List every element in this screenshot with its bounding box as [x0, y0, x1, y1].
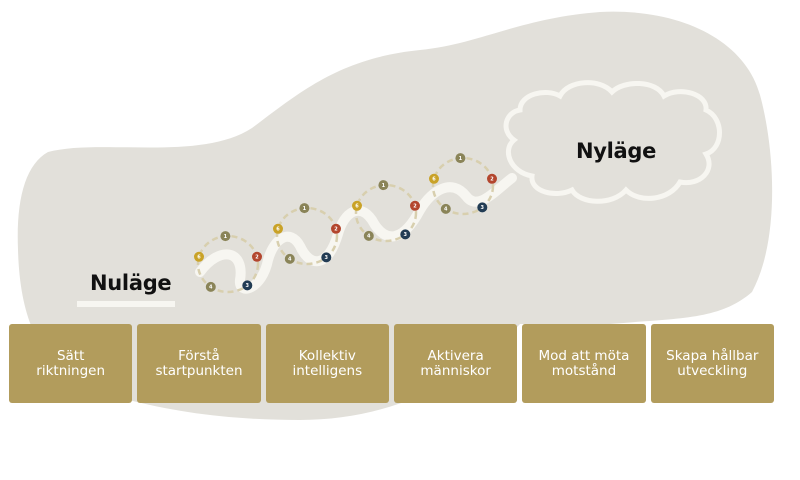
- step-row: Sätt riktningen Förstå startpunkten Koll…: [9, 324, 774, 403]
- loop-marker: [220, 231, 231, 242]
- nylage-label: Nyläge: [576, 139, 656, 163]
- step-label: Aktivera människor: [420, 347, 491, 379]
- loop-marker-number: 4: [367, 234, 371, 240]
- loop-marker: [400, 229, 411, 240]
- step-kollektiv-intelligens[interactable]: Kollektiv intelligens: [265, 324, 389, 403]
- loop-ring: [196, 234, 260, 294]
- step-label: Mod att möta motstånd: [538, 347, 630, 379]
- loop-ring: [275, 206, 339, 266]
- loop-marker-number: 1: [303, 206, 307, 212]
- loop-marker-number: 6: [355, 204, 359, 210]
- loop-marker: [363, 230, 374, 241]
- loop-marker: [273, 223, 283, 234]
- loop-marker: [487, 173, 497, 184]
- loop-marker: [242, 280, 253, 291]
- loop-marker-number: 4: [209, 285, 213, 291]
- nulage-label: Nuläge: [90, 271, 171, 295]
- loop-marker: [429, 173, 439, 184]
- loop-marker: [205, 281, 216, 292]
- loop-ring: [431, 156, 495, 216]
- loop-marker: [194, 251, 204, 262]
- loop-marker-number: 6: [432, 177, 436, 183]
- loop-marker: [352, 200, 362, 211]
- step-label: Kollektiv intelligens: [292, 347, 363, 379]
- loop-marker-number: 2: [490, 177, 494, 183]
- loop-marker: [440, 203, 451, 214]
- loop-marker-number: 4: [288, 257, 292, 263]
- step-skapa-hallbar-utveckling[interactable]: Skapa hållbar utveckling: [650, 324, 774, 403]
- loop-marker-number: 3: [404, 232, 408, 238]
- loop-marker-number: 6: [276, 227, 280, 233]
- step-mod-att-mota-motstand[interactable]: Mod att möta motstånd: [522, 324, 646, 403]
- step-label: Förstå startpunkten: [155, 347, 243, 379]
- cloud-nylage: [503, 80, 722, 204]
- loop-marker-number: 2: [334, 227, 338, 233]
- step-label: Sätt riktningen: [36, 347, 106, 379]
- loop-marker: [252, 251, 262, 262]
- step-label: Skapa hållbar utveckling: [666, 347, 759, 379]
- loop-marker-number: 4: [444, 207, 448, 213]
- loop-marker-number: 1: [224, 234, 228, 240]
- step-aktivera-manniskor[interactable]: Aktivera människor: [393, 324, 518, 403]
- loop-marker-number: 2: [255, 255, 259, 261]
- loop-marker-number: 6: [197, 255, 201, 261]
- loop-marker: [378, 180, 389, 191]
- loop-marker: [410, 200, 420, 211]
- loop-marker-number: 1: [459, 156, 463, 162]
- loop-marker-number: 3: [481, 205, 485, 211]
- loop-marker: [321, 252, 332, 263]
- loop-ring: [354, 183, 418, 243]
- loop-marker: [331, 223, 341, 234]
- loop-marker: [299, 203, 310, 214]
- loop-marker: [455, 153, 466, 164]
- loop-marker-number: 3: [246, 283, 250, 289]
- loop-marker-number: 1: [382, 183, 386, 189]
- loop-marker-number: 2: [413, 204, 417, 210]
- process-loops: 6 1 2 3 4 6 1 2 3 4 6 1 2 3 4 6 1 2 3 4: [194, 153, 497, 294]
- loop-marker: [284, 253, 295, 264]
- loop-marker-number: 3: [325, 255, 329, 261]
- step-forsta-startpunkten[interactable]: Förstå startpunkten: [137, 324, 261, 403]
- loop-marker: [477, 202, 488, 213]
- step-satt-riktningen[interactable]: Sätt riktningen: [9, 324, 133, 403]
